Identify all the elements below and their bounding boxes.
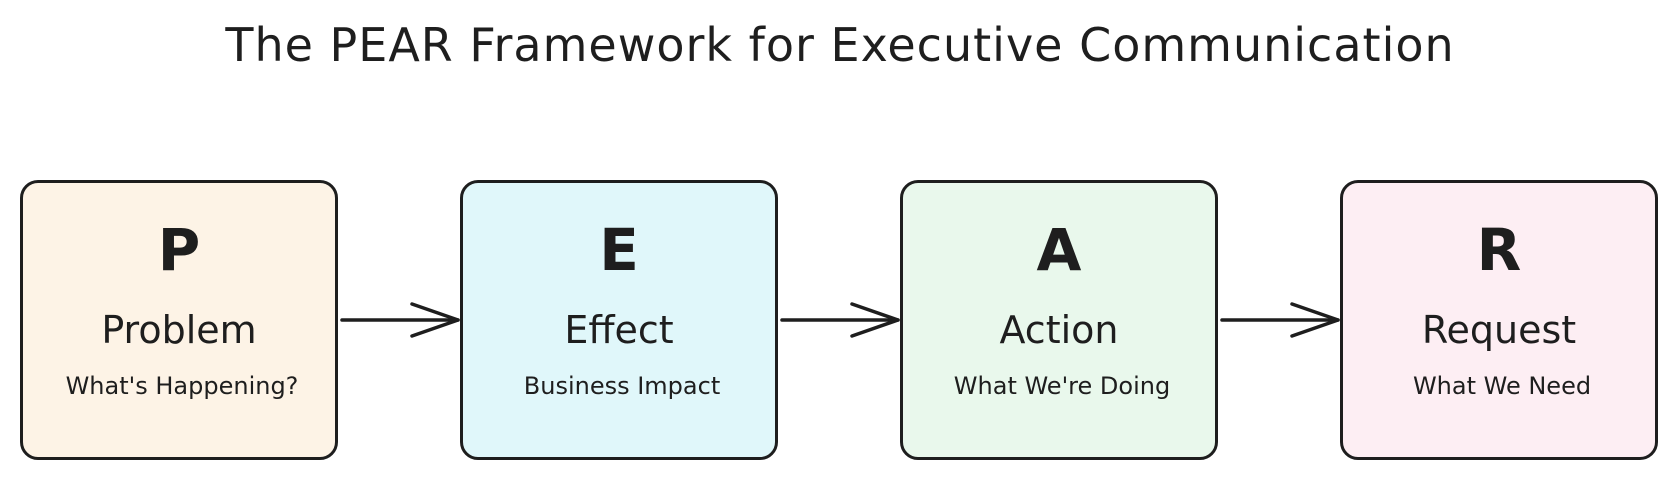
step-letter: E <box>599 216 639 284</box>
step-letter: P <box>157 216 201 284</box>
step-card-effect: E Effect Business Impact <box>460 180 778 460</box>
step-letter: R <box>1476 216 1522 284</box>
step-name: Request <box>1421 308 1577 352</box>
step-description: Business Impact <box>523 372 721 400</box>
step-description: What We're Doing <box>953 372 1171 400</box>
arrow-p-to-e <box>340 302 460 338</box>
arrow-a-to-r <box>1220 302 1340 338</box>
step-name: Problem <box>101 308 257 352</box>
step-letter: A <box>1036 216 1082 284</box>
arrow-e-to-a <box>780 302 900 338</box>
step-description: What's Happening? <box>65 372 299 400</box>
diagram-title: The PEAR Framework for Executive Communi… <box>225 18 1455 72</box>
step-name: Effect <box>564 308 674 352</box>
step-card-problem: P Problem What's Happening? <box>20 180 338 460</box>
step-name: Action <box>999 308 1119 352</box>
step-description: What We Need <box>1412 372 1592 400</box>
step-card-request: R Request What We Need <box>1340 180 1658 460</box>
step-card-action: A Action What We're Doing <box>900 180 1218 460</box>
